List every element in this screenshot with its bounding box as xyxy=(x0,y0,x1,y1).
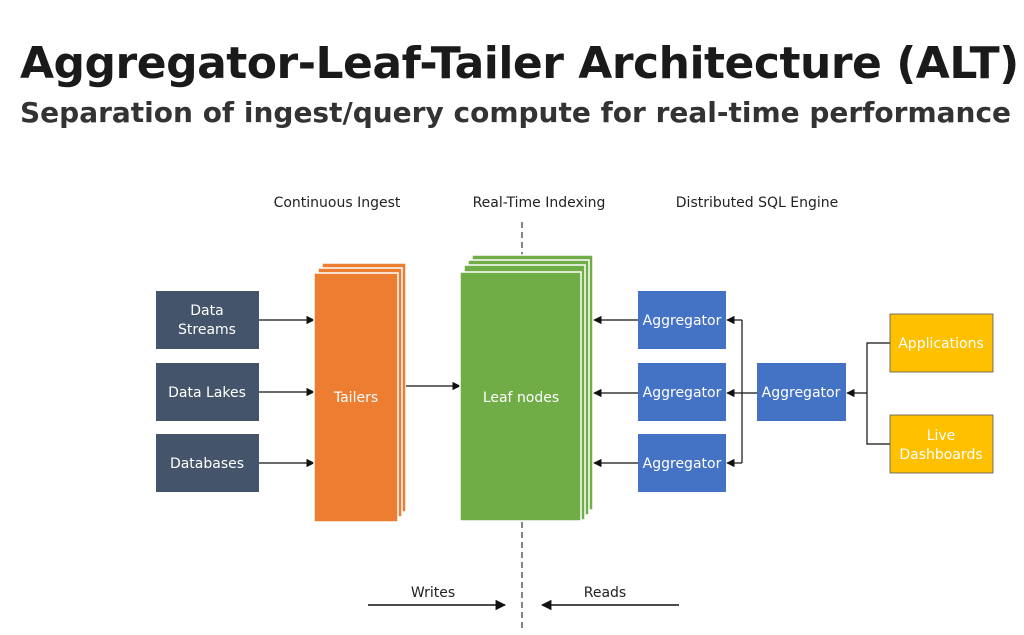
leaf-nodes-label: Leaf nodes xyxy=(483,390,559,406)
source-databases: Databases xyxy=(156,434,259,492)
app-live-dashboards-line2: Dashboards xyxy=(899,447,982,463)
aggregator-second: Aggregator xyxy=(638,363,726,421)
page-subtitle: Separation of ingest/query compute for r… xyxy=(20,96,1012,129)
page-title: Aggregator-Leaf-Tailer Architecture (ALT… xyxy=(20,38,1019,89)
aggregator-first-label: Aggregator xyxy=(643,313,722,329)
section-label-ingest: Continuous Ingest xyxy=(274,195,401,211)
source-data-streams: Data Streams xyxy=(156,291,259,349)
section-label-indexing: Real-Time Indexing xyxy=(473,195,606,211)
app-live-dashboards: Live Dashboards xyxy=(889,414,994,474)
section-label-sql: Distributed SQL Engine xyxy=(676,195,838,211)
reads-label: Reads xyxy=(584,585,626,601)
aggregator-third-label: Aggregator xyxy=(643,456,722,472)
app-applications-label: Applications xyxy=(898,336,984,352)
source-data-streams-line1: Data xyxy=(190,303,223,319)
connector-apps-to-root xyxy=(866,342,890,445)
connector-root-to-aggregators xyxy=(741,320,757,463)
leaf-nodes-stack: Leaf nodes xyxy=(459,254,594,522)
source-databases-label: Databases xyxy=(170,456,244,472)
app-applications: Applications xyxy=(889,313,994,373)
source-data-lakes-label: Data Lakes xyxy=(168,385,246,401)
source-data-streams-line2: Streams xyxy=(178,322,236,338)
writes-label: Writes xyxy=(411,585,455,601)
aggregator-third: Aggregator xyxy=(638,434,726,492)
tailers-label: Tailers xyxy=(333,390,378,406)
app-live-dashboards-line1: Live xyxy=(927,428,956,444)
aggregator-root-label: Aggregator xyxy=(762,385,841,401)
tailers-stack: Tailers xyxy=(313,262,407,523)
aggregator-root: Aggregator xyxy=(757,363,846,421)
aggregator-second-label: Aggregator xyxy=(643,385,722,401)
aggregator-first: Aggregator xyxy=(638,291,726,349)
source-data-lakes: Data Lakes xyxy=(156,363,259,421)
